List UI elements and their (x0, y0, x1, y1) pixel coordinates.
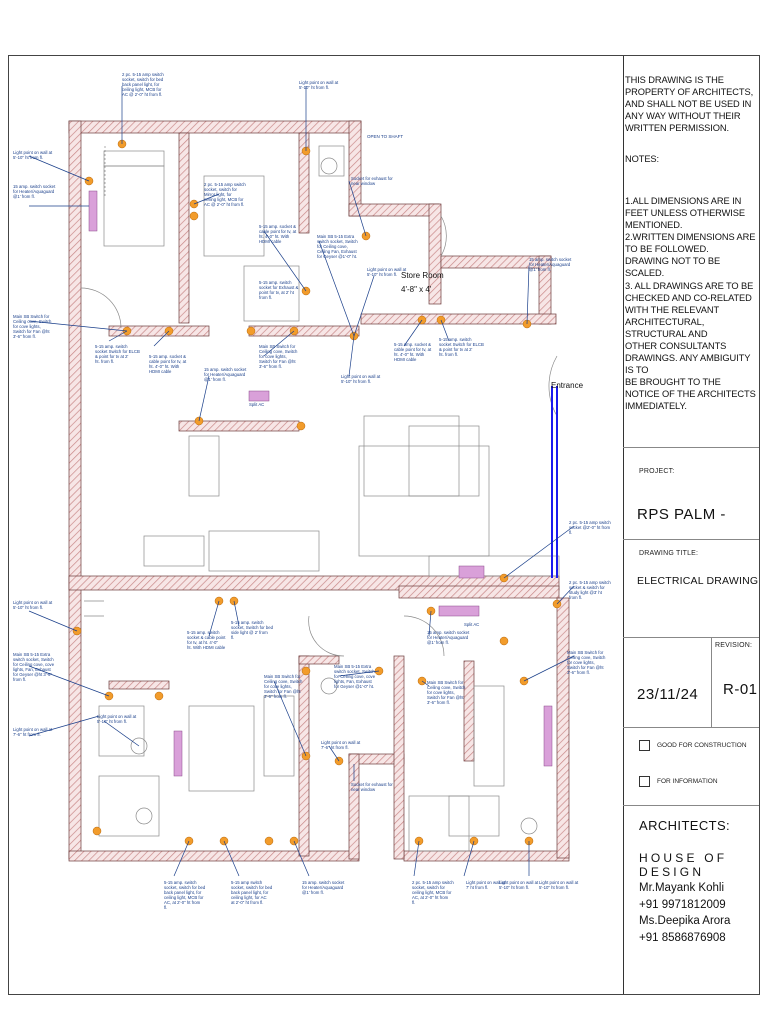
split-ac-label: Split AC (249, 402, 264, 407)
architects-cell: ARCHITECTS: HOUSE OF DESIGN Mr.Mayank Ko… (623, 806, 759, 994)
information-checkbox-label: FOR INFORMATION (657, 778, 718, 785)
entrance-label: Entrance (551, 381, 584, 390)
store-room-size: 4'-8" x 4' (401, 285, 432, 294)
drawing-title: ELECTRICAL DRAWING (637, 575, 759, 587)
drawing-title-label: DRAWING TITLE: (639, 550, 699, 557)
construction-checkbox-label: GOOD FOR CONSTRUCTION (657, 742, 747, 749)
revision-label: REVISION: (715, 642, 753, 649)
construction-checkbox[interactable] (639, 740, 650, 751)
status-cell: GOOD FOR CONSTRUCTION FOR INFORMATION (623, 728, 759, 806)
shaft-label: OPEN TO SHAFT (367, 134, 403, 139)
project-label: PROJECT: (639, 468, 675, 475)
contact-1-name: Mr.Mayank Kohli (639, 882, 725, 894)
notes-heading: NOTES: (625, 153, 660, 164)
notes-cell: THIS DRAWING IS THE PROPERTY OF ARCHITEC… (623, 56, 759, 448)
title-block: THIS DRAWING IS THE PROPERTY OF ARCHITEC… (623, 56, 759, 994)
disclaimer-text: THIS DRAWING IS THE PROPERTY OF ARCHITEC… (625, 75, 754, 134)
furniture (80, 145, 560, 852)
revision-value: R-01 (723, 681, 758, 698)
date-value: 23/11/24 (637, 686, 699, 703)
notes-text: 1.ALL DIMENSIONS ARE IN FEET UNLESS OTHE… (625, 195, 756, 412)
architects-label: ARCHITECTS: (639, 818, 731, 833)
information-checkbox[interactable] (639, 776, 650, 787)
contact-2-phone: +91 8586876908 (639, 931, 726, 944)
annotation: 5-15 amp. socket &cable point for tv, at… (394, 342, 432, 362)
contact-2-name: Ms.Deepika Arora (639, 915, 731, 927)
project-name: RPS PALM - (637, 506, 726, 523)
split-ac-label: Split AC (464, 622, 479, 627)
project-cell: PROJECT: RPS PALM - (623, 448, 759, 540)
drawing-title-cell: DRAWING TITLE: ELECTRICAL DRAWING (623, 540, 759, 638)
entrance-glazing (551, 386, 558, 578)
leader-lines (28, 86, 575, 877)
store-room-label: Store Room (401, 271, 444, 280)
annotation: 5-15 amp. socket &cable point for tv, at… (149, 354, 187, 374)
date-revision-cell: REVISION: 23/11/24 R-01 (623, 638, 759, 728)
annotation: 5-15 amp. socket &cable point for tv, at… (259, 224, 297, 244)
contacts: Mr.Mayank Kohli +91 9971812009 Ms.Deepik… (639, 880, 730, 946)
contact-1-phone: +91 9971812009 (639, 898, 726, 911)
firm-name: HOUSE OF DESIGN (639, 851, 728, 879)
heater-points (88, 190, 553, 777)
